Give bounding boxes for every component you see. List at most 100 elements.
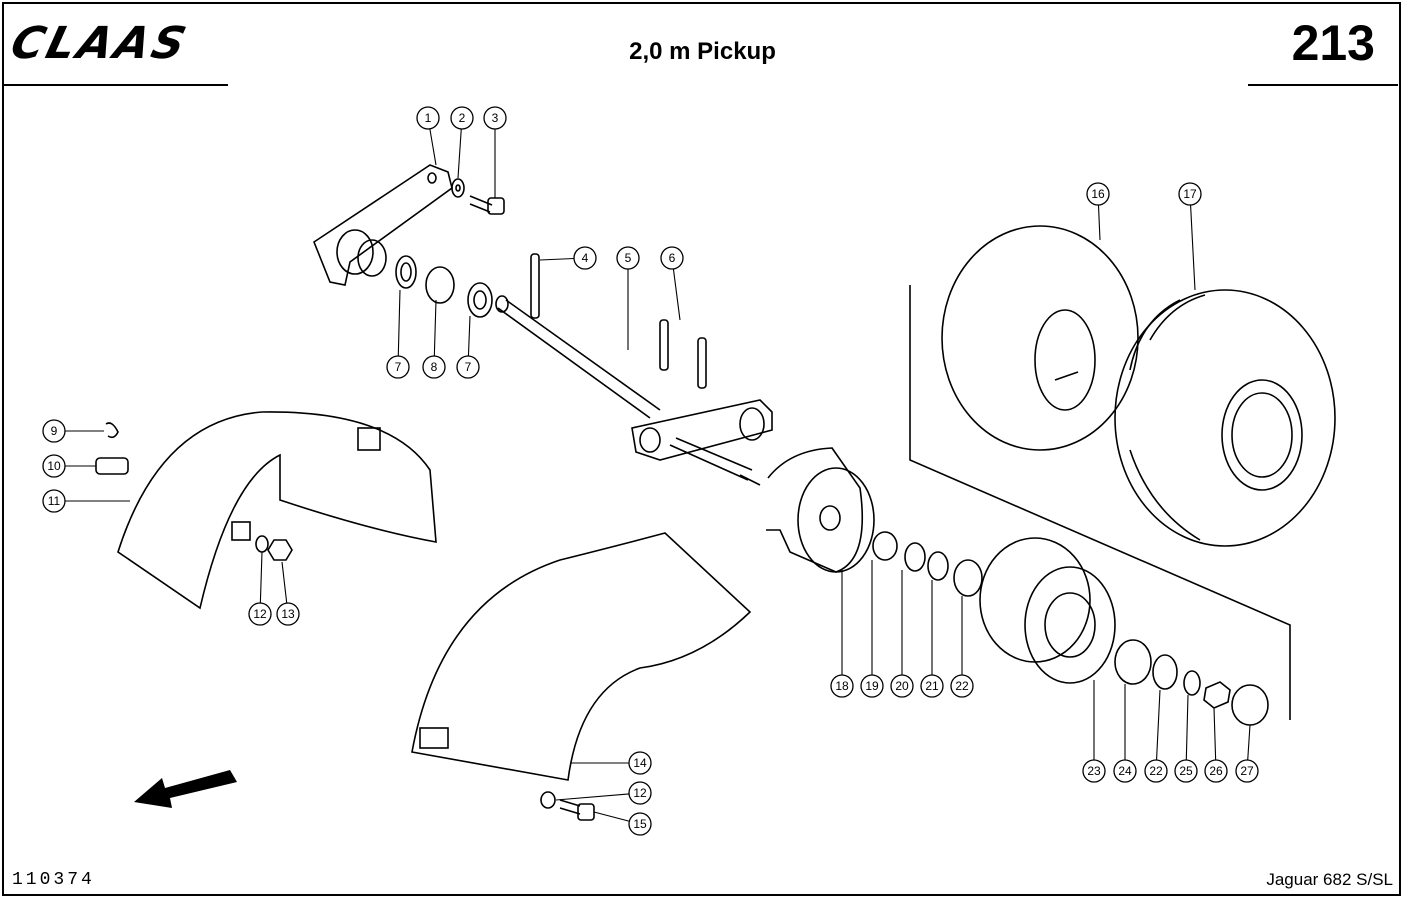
callout-c27: 27 — [1235, 724, 1259, 783]
assembly-bracket-line — [909, 285, 1291, 720]
callout-circle — [1174, 759, 1198, 783]
callout-c12a: 12 — [248, 551, 272, 626]
callout-number: 8 — [431, 360, 438, 374]
callout-c25: 25 — [1174, 694, 1198, 783]
callout-number: 22 — [1149, 764, 1163, 778]
page-title: 2,0 m Pickup — [629, 38, 776, 65]
callout-number: 2 — [459, 111, 466, 125]
callout-number: 14 — [633, 756, 647, 770]
callout-c7b: 7 — [456, 315, 480, 379]
callout-c10: 10 — [42, 454, 96, 478]
callout-c18: 18 — [830, 570, 854, 698]
callout-c14: 14 — [570, 751, 652, 775]
tyre-part — [941, 225, 1139, 451]
wheel-rim — [979, 537, 1116, 684]
leader-line — [1185, 694, 1189, 761]
callout-circle — [248, 602, 272, 626]
bearing-stack — [872, 531, 983, 597]
logo-underline — [4, 84, 228, 86]
callout-number: 6 — [669, 251, 676, 265]
callout-number: 27 — [1240, 764, 1254, 778]
callout-circle — [920, 674, 944, 698]
callout-c9: 9 — [42, 419, 104, 443]
leader-line — [433, 299, 437, 357]
axle-shaft — [495, 295, 773, 486]
callout-c11: 11 — [42, 489, 130, 513]
callout-number: 7 — [395, 360, 402, 374]
leader-line — [281, 561, 288, 604]
leader-line — [593, 811, 630, 822]
callout-number: 24 — [1118, 764, 1132, 778]
callout-c24: 24 — [1113, 684, 1137, 783]
callout-circle — [1204, 759, 1228, 783]
callout-c17: 17 — [1178, 182, 1202, 291]
callout-circle — [1235, 759, 1259, 783]
callout-c19: 19 — [860, 560, 884, 698]
callout-c20: 20 — [890, 570, 914, 698]
callout-number: 13 — [281, 607, 295, 621]
leader-line — [555, 793, 630, 801]
callout-circle — [483, 106, 507, 130]
callout-number: 12 — [633, 786, 647, 800]
callout-number: 19 — [865, 679, 879, 693]
leader-line — [1247, 724, 1251, 761]
drum-hub — [766, 447, 875, 573]
callout-circle — [628, 812, 652, 836]
callout-number: 16 — [1091, 187, 1105, 201]
callout-circle — [660, 246, 684, 270]
lower-guard — [411, 532, 752, 781]
callout-c23: 23 — [1082, 680, 1106, 783]
callout-number: 22 — [955, 679, 969, 693]
callout-number: 17 — [1183, 187, 1197, 201]
roll-pins — [659, 319, 707, 389]
callout-c8: 8 — [422, 299, 446, 379]
page-number-underline — [1248, 84, 1398, 86]
callout-c5: 5 — [616, 246, 640, 350]
leader-line — [539, 257, 575, 261]
spacer-rings — [395, 255, 493, 318]
callout-number: 1 — [425, 111, 432, 125]
leader-line — [429, 128, 437, 166]
wheel-tyre-part — [1114, 289, 1336, 547]
callout-circle — [1082, 759, 1106, 783]
page-number: 213 — [1291, 15, 1375, 71]
callout-circle — [1178, 182, 1202, 206]
callout-number: 10 — [47, 459, 61, 473]
callout-number: 25 — [1179, 764, 1193, 778]
callout-circle — [450, 106, 474, 130]
callout-c22a: 22 — [950, 596, 974, 698]
direction-arrow — [134, 770, 237, 808]
leader-line — [1190, 204, 1196, 291]
callout-c2: 2 — [450, 106, 474, 179]
callout-circle — [1144, 759, 1168, 783]
washer-part — [451, 178, 465, 198]
hub-cap-assembly — [1114, 639, 1269, 726]
callout-circle — [1113, 759, 1137, 783]
callout-circle — [890, 674, 914, 698]
callout-c16: 16 — [1086, 182, 1110, 241]
leader-line — [457, 128, 462, 179]
washer-bolt-lower — [540, 791, 595, 821]
side-guard — [117, 411, 437, 610]
leader-line — [467, 315, 471, 357]
callout-circle — [573, 246, 597, 270]
callout-c13: 13 — [276, 561, 300, 626]
callout-circle — [1086, 182, 1110, 206]
bolt-part — [469, 195, 505, 215]
leader-line — [397, 289, 401, 357]
callout-number: 3 — [492, 111, 499, 125]
callout-circle — [386, 355, 410, 379]
callout-c3: 3 — [483, 106, 507, 198]
pin-part — [530, 253, 540, 319]
callout-circle — [860, 674, 884, 698]
callout-c21: 21 — [920, 580, 944, 698]
callout-number: 12 — [253, 607, 267, 621]
callout-number: 15 — [633, 817, 647, 831]
callout-number: 26 — [1209, 764, 1223, 778]
leader-line — [1155, 689, 1161, 761]
callout-circle — [42, 489, 66, 513]
callout-c26: 26 — [1204, 707, 1228, 783]
callout-c1: 1 — [416, 106, 440, 166]
